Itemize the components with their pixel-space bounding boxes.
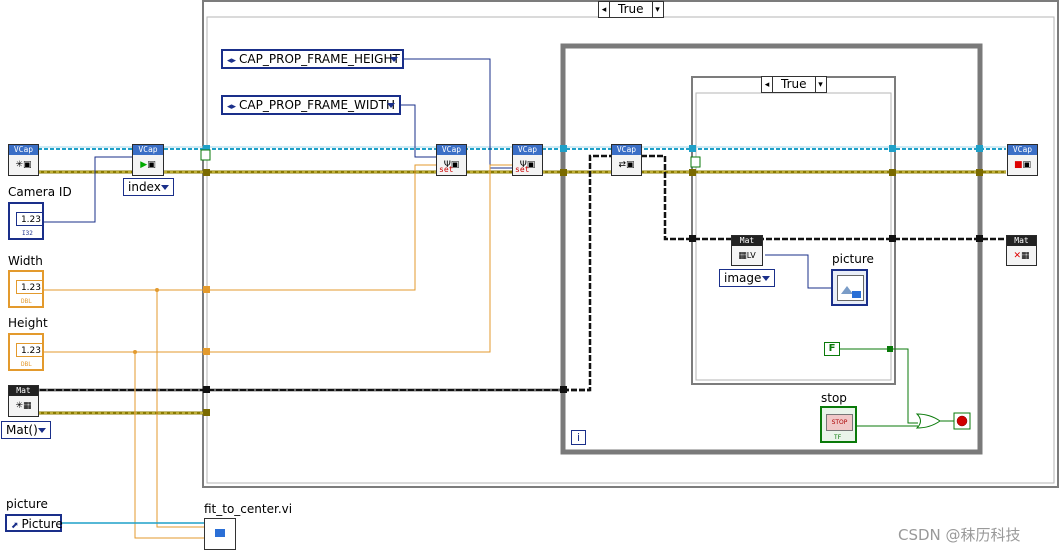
vcap-open-node[interactable]: VCap ▶▣ (132, 144, 164, 176)
subvi-label: fit_to_center.vi (204, 502, 293, 516)
camera-open-icon: ▶▣ (140, 160, 156, 170)
mat-convert-icon: ▦LV (738, 250, 756, 261)
or-function (915, 413, 941, 429)
vcap-set-width-node[interactable]: VCap Ψ▣ set (436, 144, 467, 176)
enum-arrows-icon: ◂▸ (227, 102, 237, 112)
tunnels (203, 145, 983, 416)
reference-icon: ⬈ (11, 521, 19, 531)
chevron-down-icon[interactable]: ▾ (818, 79, 823, 90)
vcap-read-node[interactable]: VCap ⇄▣ (611, 144, 642, 176)
property-set-icon: Ψ▣ (519, 160, 536, 170)
vcap-set-height-node[interactable]: VCap Ψ▣ set (512, 144, 543, 176)
width-wire (44, 164, 437, 291)
fit-to-center-subvi[interactable]: ⤢ (204, 518, 236, 550)
mat-release-node[interactable]: Mat ✕▦ (1006, 235, 1037, 266)
height-to-subvi-wire (134, 352, 205, 539)
height-label: Height (8, 316, 48, 330)
image-constant[interactable]: image (719, 269, 775, 287)
picture-reference[interactable]: ⬈Picture (5, 514, 63, 532)
decrement-icon[interactable]: ◂ (764, 79, 770, 90)
camera-id-control[interactable]: 1.23 I32 (8, 202, 44, 240)
width-control[interactable]: 1.23 DBL (8, 270, 44, 308)
watermark: CSDN @秣历科技 (898, 526, 1021, 544)
outer-case-value: True (609, 2, 653, 17)
vcap-create-node[interactable]: VCap ✳▣ (8, 144, 39, 176)
chevron-down-icon (161, 185, 169, 190)
outer-case-selector (200, 149, 211, 161)
height-control[interactable]: 1.23 DBL (8, 333, 44, 371)
camera-release-icon: ■▣ (1013, 160, 1032, 170)
mat-release-icon: ✕▦ (1013, 250, 1030, 261)
chevron-down-icon[interactable]: ▾ (655, 4, 660, 15)
vcap-release-node[interactable]: VCap ■▣ (1007, 144, 1038, 176)
frame-width-constant[interactable]: ◂▸CAP_PROP_FRAME_WIDTH (221, 95, 401, 115)
chevron-down-icon (38, 428, 46, 433)
inner-case-value: True (772, 77, 816, 92)
camera-read-icon: ⇄▣ (618, 160, 635, 170)
iteration-terminal: i (571, 430, 586, 445)
outer-case-inner-edge (206, 16, 1055, 484)
inner-case-selector (690, 156, 701, 168)
outer-case-frame (202, 0, 1059, 488)
property-set-icon: Ψ▣ (443, 160, 460, 170)
false-constant[interactable]: F (824, 342, 840, 356)
width-label: Width (8, 254, 43, 268)
mat-to-lv-node[interactable]: Mat ▦LV (731, 235, 763, 266)
mat-ctor-constant[interactable]: Mat() (1, 421, 51, 439)
picture-icon (837, 275, 864, 301)
picture-label: picture (6, 497, 48, 511)
false-const-wire (840, 348, 918, 424)
chevron-down-icon (390, 57, 398, 62)
frame-width-wire (400, 104, 437, 158)
mat-create-node[interactable]: Mat ✳▦ (8, 385, 39, 417)
enum-arrows-icon: ◂▸ (227, 56, 237, 66)
index-constant[interactable]: index (123, 178, 174, 196)
stop-button[interactable]: STOP TF (820, 406, 857, 443)
frame-height-constant[interactable]: ◂▸CAP_PROP_FRAME_HEIGHT (221, 49, 404, 69)
decrement-icon[interactable]: ◂ (601, 4, 607, 15)
chevron-down-icon (762, 276, 770, 281)
frame-height-wire (403, 58, 513, 169)
height-wire (44, 164, 513, 353)
while-loop-frame (560, 43, 983, 455)
stop-label: stop (821, 391, 847, 405)
inner-case-frame (691, 76, 896, 385)
width-to-subvi-wire (156, 290, 205, 528)
camera-id-label: Camera ID (8, 185, 72, 199)
outer-case-selector-label[interactable]: ◂ True ▾ (598, 1, 664, 18)
inner-case-selector-label[interactable]: ◂ True ▾ (761, 76, 827, 93)
mat-create-icon: ✳▦ (15, 401, 32, 411)
chevron-down-icon (387, 103, 395, 108)
image-to-picture-wire (765, 254, 832, 289)
camera-id-wire (40, 156, 135, 223)
picture-indicator[interactable] (831, 269, 868, 306)
picture-inner-label: picture (832, 252, 874, 266)
camera-create-icon: ✳▣ (15, 160, 32, 170)
inner-case-inner-edge (695, 92, 892, 381)
